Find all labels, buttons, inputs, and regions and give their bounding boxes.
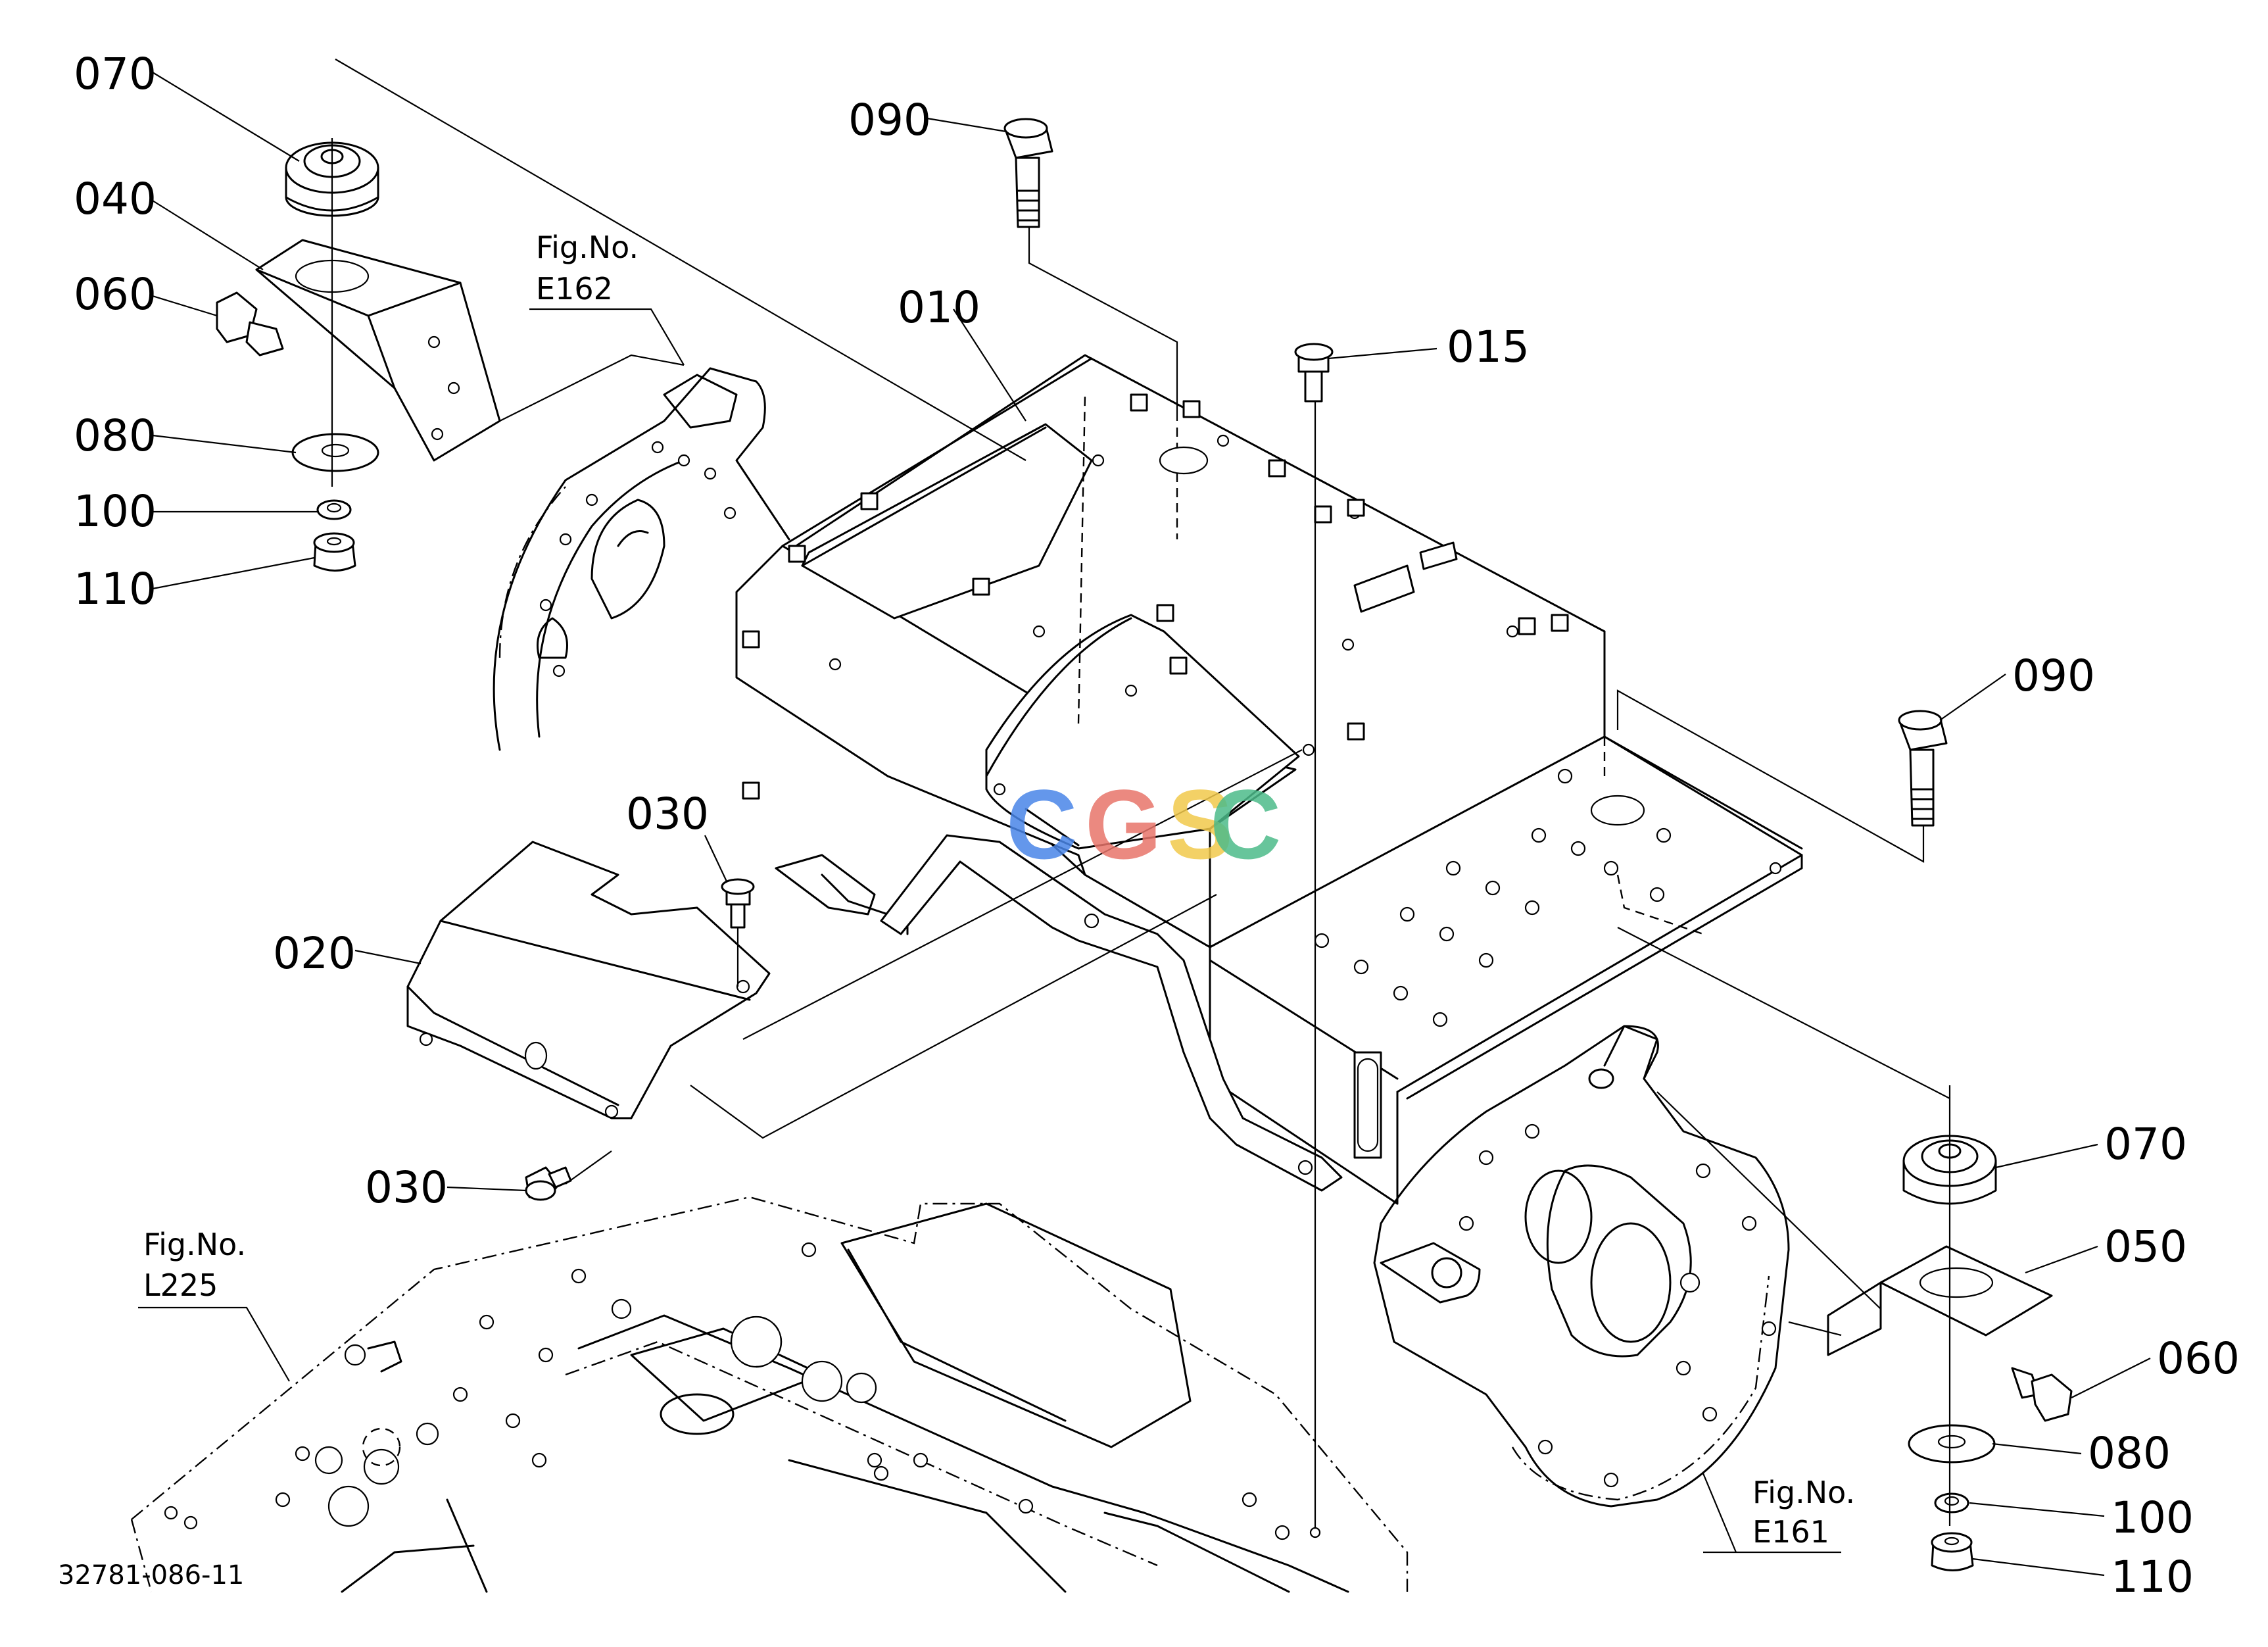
label-010: 010 (898, 282, 980, 333)
label-060-left: 060 (74, 269, 157, 320)
figure-references: Fig.No. E162 Fig.No. L225 Fig.No. E161 (143, 230, 1855, 1550)
label-100-left: 100 (74, 486, 157, 537)
label-015: 015 (1447, 322, 1530, 372)
lock-washer-100-left (316, 499, 352, 520)
bolt-090-top (1003, 118, 1053, 228)
right-mount-stack (1827, 1085, 2073, 1571)
nut-110-right (1931, 1532, 1974, 1571)
watermark-letter-1: C (1006, 769, 1077, 879)
watermark: C G S C (1006, 769, 1281, 879)
washer-080-left (291, 433, 379, 472)
label-110-right: 110 (2111, 1552, 2194, 1602)
label-090-top: 090 (848, 95, 931, 145)
engine-housing-e162 (493, 367, 790, 751)
label-090-right: 090 (2012, 651, 2095, 701)
bolt-060-left (216, 291, 284, 356)
bolt-030-upper (721, 878, 755, 929)
fig-ref-e162-line1: Fig.No. (536, 230, 639, 265)
support-bar (880, 834, 1343, 1192)
bracket-050 (1827, 1245, 2053, 1356)
label-080-left: 080 (74, 410, 157, 461)
fig-ref-e161-line2: E161 (1752, 1514, 1829, 1550)
bolt-015 (1294, 343, 1334, 403)
label-080-right: 080 (2088, 1428, 2171, 1479)
label-100-right: 100 (2111, 1492, 2194, 1543)
left-mount-stack (216, 138, 501, 572)
bolt-090-right (1898, 710, 1948, 827)
cover-plate-020 (406, 841, 771, 1119)
leader-lines (138, 72, 2151, 1577)
label-030-lower: 030 (365, 1162, 448, 1213)
watermark-letter-4: C (1210, 769, 1281, 879)
watermark-letter-2: G (1085, 769, 1162, 879)
bolt-060-right (2011, 1367, 2073, 1422)
bracket-040 (255, 239, 501, 462)
fig-ref-l225-line2: L225 (143, 1267, 218, 1303)
label-060-right: 060 (2157, 1333, 2240, 1384)
label-070-left: 070 (74, 49, 157, 99)
label-040: 040 (74, 174, 157, 224)
washer-080-right (1908, 1424, 1996, 1463)
drawing-code: 32781-086-11 (58, 1560, 244, 1590)
label-110-left: 110 (74, 564, 157, 614)
nut-110-left (313, 532, 356, 572)
main-housing-010 (735, 354, 1803, 1205)
label-070-right: 070 (2104, 1119, 2187, 1169)
label-030-upper: 030 (626, 789, 709, 839)
fig-ref-l225-line1: Fig.No. (143, 1227, 246, 1262)
lock-washer-100-right (1934, 1492, 1969, 1513)
label-050: 050 (2104, 1221, 2187, 1272)
frame-assembly-l225 (130, 1196, 1409, 1593)
clutch-housing-e161 (1373, 1025, 1790, 1508)
assembly-lines (335, 59, 1950, 1538)
fig-ref-e161-line1: Fig.No. (1752, 1475, 1855, 1510)
fig-ref-e162-line2: E162 (536, 271, 613, 307)
part-labels: 070 040 060 080 100 110 090 010 015 090 … (74, 49, 2240, 1602)
watermark-letter-3: S (1167, 769, 1233, 879)
label-020: 020 (273, 928, 356, 979)
bolt-030-lower (525, 1166, 572, 1201)
